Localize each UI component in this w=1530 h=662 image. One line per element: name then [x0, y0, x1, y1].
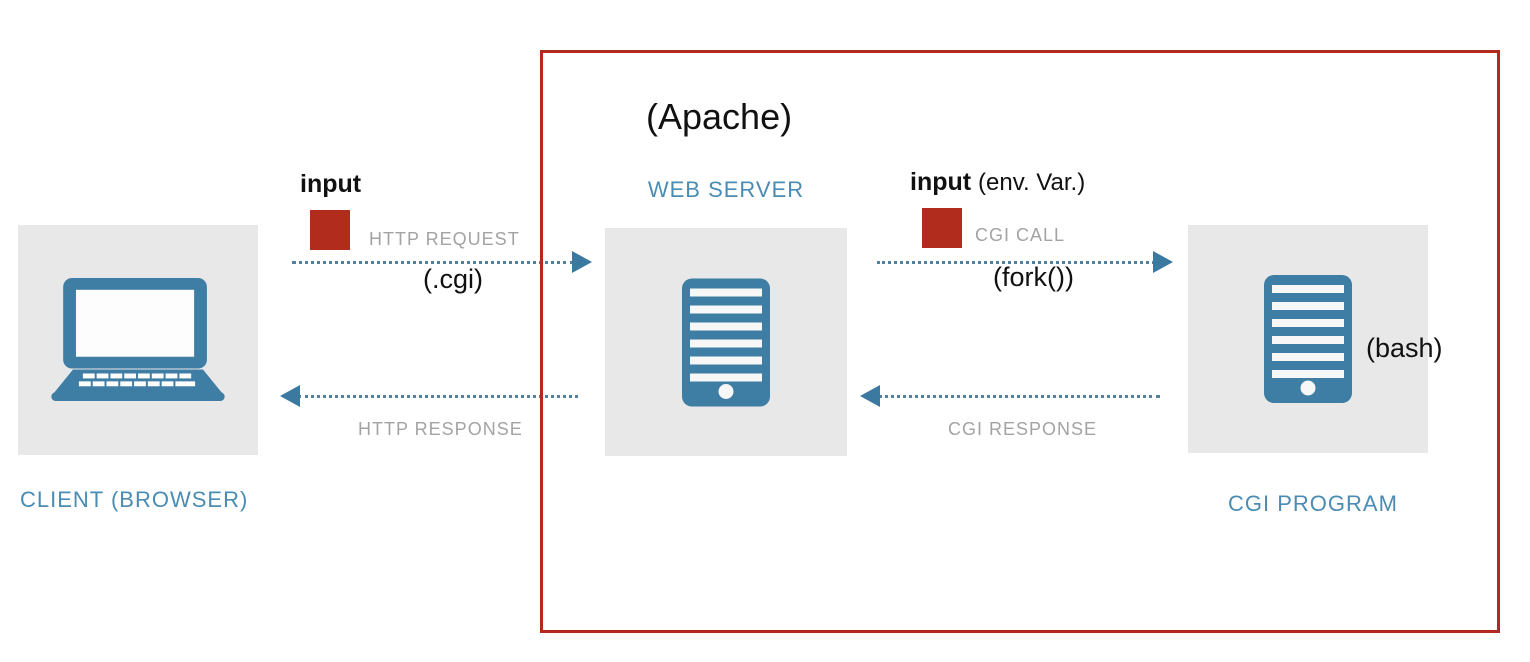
http-response-label: HTTP RESPONSE — [358, 419, 523, 439]
cgi-call-label: CGI CALL — [975, 225, 1066, 245]
cgi-call-input-label: input (env. Var.) — [910, 168, 1085, 197]
client-node-label: CLIENT (BROWSER) — [20, 487, 249, 512]
cgi-extension-annotation: (.cgi) — [423, 264, 483, 294]
web-server-node-box — [605, 228, 847, 456]
arrowhead-right-icon — [1153, 251, 1173, 273]
http-request-input-square — [310, 210, 350, 250]
web-server-node-label: WEB SERVER — [647, 177, 805, 202]
dotted-line — [877, 261, 1155, 264]
cgi-program-node-box — [1188, 225, 1428, 453]
bash-annotation: (bash) — [1366, 333, 1443, 363]
arrowhead-left-icon — [280, 385, 300, 407]
cgi-response-label: CGI RESPONSE — [948, 419, 1098, 439]
dotted-line — [298, 395, 578, 398]
arrowhead-right-icon — [572, 251, 592, 273]
env-var-note: (env. Var.) — [978, 169, 1086, 196]
dotted-line — [292, 261, 574, 264]
client-node-box — [18, 225, 258, 455]
http-request-label: HTTP REQUEST — [369, 229, 520, 249]
arrowhead-left-icon — [860, 385, 880, 407]
cgi-call-input-square — [922, 208, 962, 248]
laptop-icon — [51, 277, 225, 402]
fork-annotation: (fork()) — [993, 262, 1074, 292]
server-icon — [1264, 275, 1352, 403]
dotted-line — [878, 395, 1160, 398]
http-request-input-label: input — [300, 170, 362, 198]
apache-annotation: (Apache) — [646, 96, 793, 137]
cgi-call-input-word: input — [910, 168, 972, 196]
server-icon — [682, 278, 770, 406]
cgi-program-node-label: CGI PROGRAM — [1228, 491, 1398, 516]
